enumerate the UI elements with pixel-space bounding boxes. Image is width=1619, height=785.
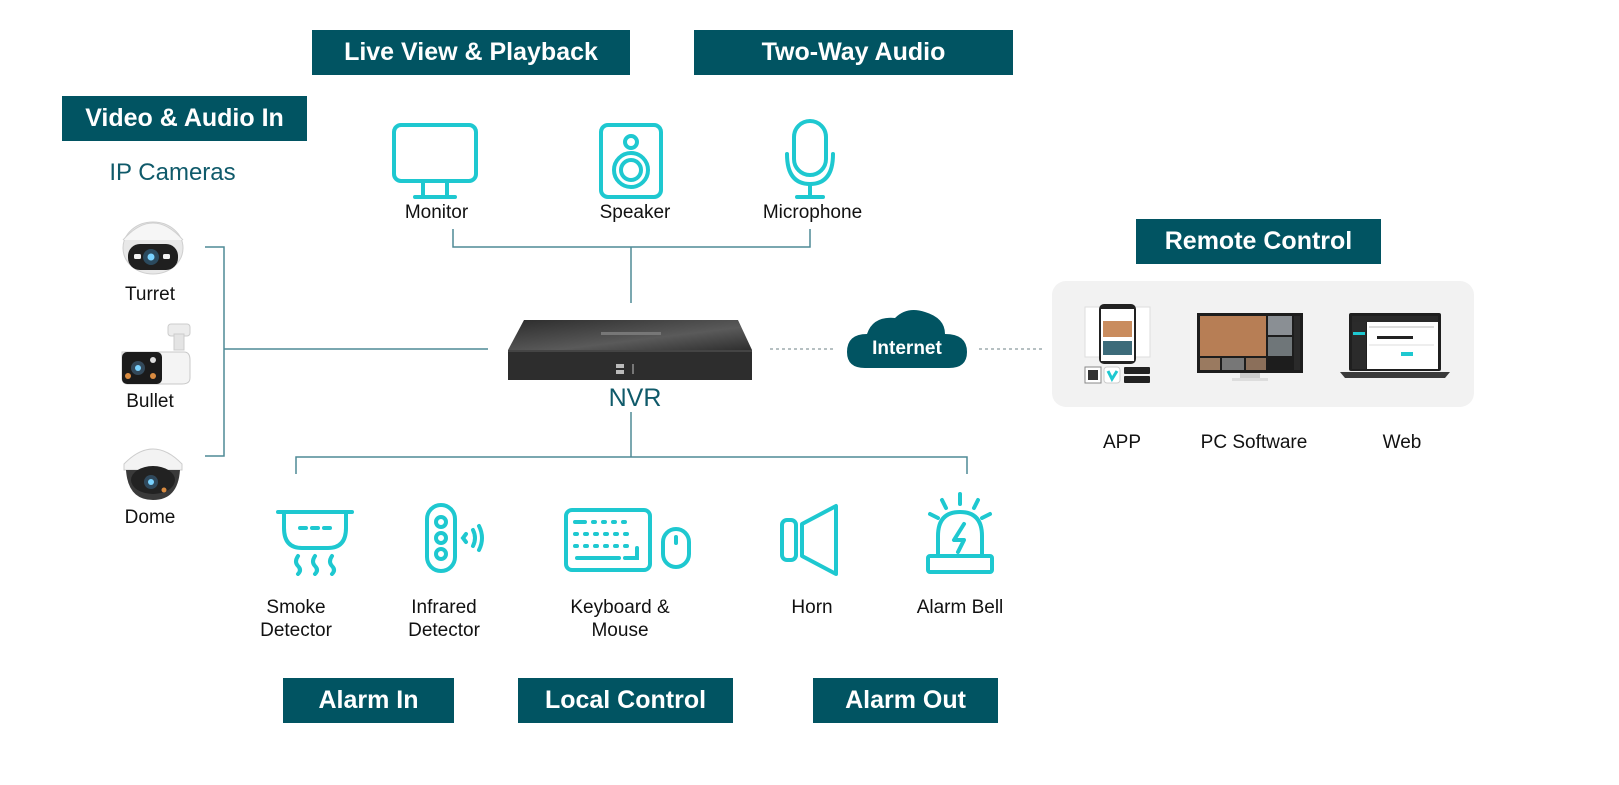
camera-label-bullet: Bullet — [126, 391, 174, 412]
device-label-smoke-detector: Smoke Detector — [246, 596, 346, 642]
label-line-2: Detector — [408, 620, 480, 641]
label-line-1: Horn — [791, 597, 833, 618]
mobile-app-image — [1084, 303, 1152, 390]
internet-label: Internet — [872, 338, 942, 359]
internet-cloud: Internet — [845, 306, 969, 370]
bottom-bracket-line — [295, 456, 968, 474]
tag-alarm-out: Alarm Out — [813, 678, 998, 723]
horn-icon — [779, 502, 841, 578]
device-label-alarm-bell: Alarm Bell — [904, 596, 1016, 619]
device-label-keyboard-mouse: Keyboard & Mouse — [555, 596, 685, 642]
tag-remote-control: Remote Control — [1136, 219, 1381, 264]
device-label-monitor: Monitor — [404, 202, 469, 223]
camera-bracket-line — [205, 246, 225, 457]
tag-live-view-playback: Live View & Playback — [312, 30, 630, 75]
label-line-2: Mouse — [591, 620, 649, 641]
web-interface-image — [1339, 312, 1451, 385]
smoke-detector-icon — [276, 506, 356, 576]
microphone-icon — [783, 118, 837, 200]
bullet-camera-image — [118, 322, 194, 391]
remote-label-app: APP — [1102, 432, 1142, 453]
label-line-1: Smoke — [266, 597, 326, 618]
tag-video-audio-in: Video & Audio In — [62, 96, 307, 141]
turret-camera-image — [118, 210, 188, 281]
speaker-icon — [598, 122, 664, 200]
tag-alarm-in: Alarm In — [283, 678, 454, 723]
device-label-horn: Horn — [762, 596, 862, 619]
tag-local-control: Local Control — [518, 678, 733, 723]
label-line-1: Infrared — [411, 597, 477, 618]
label-line-1: Alarm Bell — [916, 597, 1004, 618]
remote-label-pc-software: PC Software — [1200, 432, 1308, 453]
device-label-microphone: Microphone — [762, 202, 863, 223]
device-label-speaker: Speaker — [599, 202, 671, 223]
dome-camera-image — [118, 440, 188, 507]
remote-label-web: Web — [1382, 432, 1422, 453]
monitor-icon — [391, 122, 479, 200]
ip-cameras-heading: IP Cameras — [109, 159, 236, 186]
device-label-infrared-detector: Infrared Detector — [394, 596, 494, 642]
keyboard-mouse-icon — [563, 507, 693, 573]
infrared-detector-icon — [424, 502, 486, 574]
label-line-1: Keyboard & — [570, 597, 670, 618]
nvr-device-image — [506, 318, 754, 387]
output-bracket-line — [452, 229, 811, 248]
nvr-label: NVR — [608, 384, 662, 412]
pc-software-image — [1196, 312, 1304, 387]
tag-two-way-audio: Two-Way Audio — [694, 30, 1013, 75]
camera-label-turret: Turret — [125, 284, 175, 305]
camera-label-dome: Dome — [124, 507, 176, 528]
label-line-2: Detector — [260, 620, 332, 641]
alarm-bell-icon — [924, 490, 996, 578]
